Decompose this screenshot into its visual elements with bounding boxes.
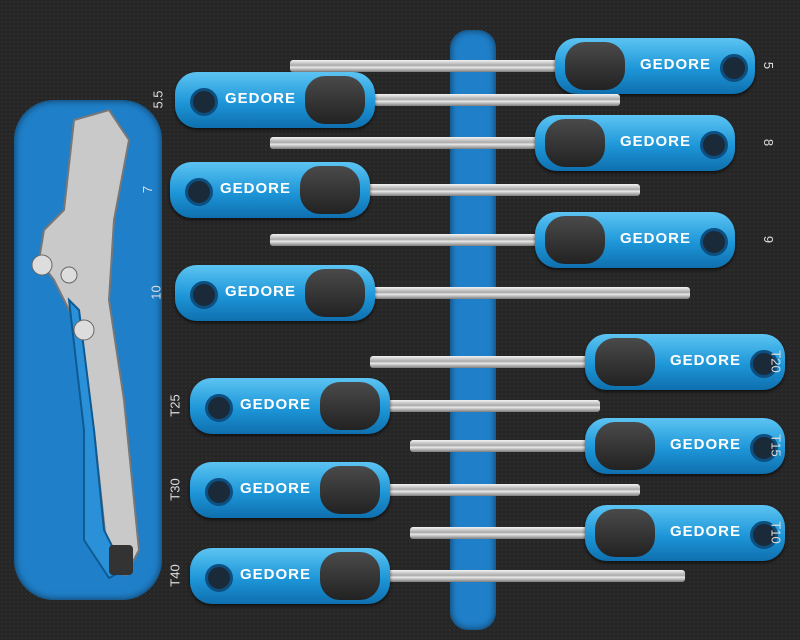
- size-label: 5.5: [150, 90, 166, 109]
- handle-grip: [565, 42, 625, 90]
- screwdriver-shaft: [350, 184, 640, 196]
- brand-logo: GEDORE: [640, 56, 712, 73]
- screwdriver-shaft: [370, 570, 685, 582]
- size-label: T40: [167, 564, 183, 587]
- screwdriver-shaft: [410, 440, 595, 452]
- screwdriver-shaft: [370, 484, 640, 496]
- brand-logo: GEDORE: [670, 523, 742, 540]
- brand-logo: GEDORE: [225, 283, 297, 300]
- hanging-hole-icon: [185, 178, 213, 206]
- screwdriver-9: GEDORE 9: [0, 212, 800, 268]
- size-label: 9: [761, 235, 777, 244]
- screwdriver-shaft: [355, 287, 690, 299]
- hanging-hole-icon: [750, 434, 778, 462]
- hanging-hole-icon: [190, 88, 218, 116]
- screwdriver-handle: GEDORE: [190, 378, 390, 434]
- brand-logo: GEDORE: [240, 480, 312, 497]
- brand-logo: GEDORE: [620, 230, 692, 247]
- handle-grip: [320, 552, 380, 600]
- hanging-hole-icon: [720, 54, 748, 82]
- handle-grip: [595, 509, 655, 557]
- brand-logo: GEDORE: [240, 396, 312, 413]
- screwdriver-handle: GEDORE: [535, 212, 735, 268]
- screwdriver-T20: GEDORE T20: [0, 334, 800, 390]
- screwdriver-handle: GEDORE: [190, 548, 390, 604]
- handle-grip: [545, 216, 605, 264]
- screwdriver-T25: GEDORE T25: [0, 378, 800, 434]
- screwdriver-handle: GEDORE: [175, 72, 375, 128]
- screwdriver-handle: GEDORE: [555, 38, 755, 94]
- screwdriver-handle: GEDORE: [190, 462, 390, 518]
- brand-logo: GEDORE: [225, 90, 297, 107]
- handle-grip: [300, 166, 360, 214]
- screwdriver-5.5: GEDORE 5.5: [0, 72, 800, 128]
- hanging-hole-icon: [205, 394, 233, 422]
- brand-logo: GEDORE: [220, 180, 292, 197]
- size-label: T20: [768, 350, 784, 373]
- brand-logo: GEDORE: [670, 352, 742, 369]
- size-label: 5: [761, 61, 777, 70]
- screwdriver-8: GEDORE 8: [0, 115, 800, 171]
- size-label: T30: [167, 478, 183, 501]
- screwdriver-7: GEDORE 7: [0, 162, 800, 218]
- screwdriver-handle: GEDORE: [585, 505, 785, 561]
- hanging-hole-icon: [700, 228, 728, 256]
- size-label: T15: [768, 434, 784, 457]
- hanging-hole-icon: [750, 350, 778, 378]
- screwdriver-shaft: [370, 400, 600, 412]
- size-label: 7: [140, 185, 156, 194]
- hanging-hole-icon: [750, 521, 778, 549]
- screwdriver-10: GEDORE 10: [0, 265, 800, 321]
- hanging-hole-icon: [205, 564, 233, 592]
- size-label: T10: [768, 521, 784, 544]
- screwdriver-handle: GEDORE: [175, 265, 375, 321]
- handle-grip: [545, 119, 605, 167]
- size-label: T25: [167, 394, 183, 417]
- screwdriver-shaft: [270, 234, 545, 246]
- locking-pliers: [31, 108, 141, 580]
- hanging-hole-icon: [190, 281, 218, 309]
- screwdriver-shaft: [410, 527, 595, 539]
- screwdriver-5: GEDORE 5: [0, 38, 800, 94]
- size-label: 10: [148, 285, 164, 300]
- screwdriver-T10: GEDORE T10: [0, 505, 800, 561]
- screwdriver-shaft: [290, 60, 565, 72]
- screwdriver-handle: GEDORE: [170, 162, 370, 218]
- brand-logo: GEDORE: [670, 436, 742, 453]
- screwdriver-shaft: [355, 94, 620, 106]
- screwdriver-handle: GEDORE: [585, 334, 785, 390]
- brand-logo: GEDORE: [620, 133, 692, 150]
- screwdriver-shaft: [270, 137, 545, 149]
- screwdriver-T30: GEDORE T30: [0, 462, 800, 518]
- size-label: 8: [761, 138, 777, 147]
- screwdriver-handle: GEDORE: [585, 418, 785, 474]
- handle-grip: [595, 338, 655, 386]
- handle-grip: [320, 382, 380, 430]
- screwdriver-handle: GEDORE: [535, 115, 735, 171]
- hanging-hole-icon: [700, 131, 728, 159]
- screwdriver-T40: GEDORE T40: [0, 548, 800, 604]
- brand-logo: GEDORE: [240, 566, 312, 583]
- screwdriver-T15: GEDORE T15: [0, 418, 800, 474]
- handle-grip: [595, 422, 655, 470]
- handle-grip: [305, 269, 365, 317]
- handle-grip: [305, 76, 365, 124]
- handle-grip: [320, 466, 380, 514]
- screwdriver-shaft: [370, 356, 595, 368]
- hanging-hole-icon: [205, 478, 233, 506]
